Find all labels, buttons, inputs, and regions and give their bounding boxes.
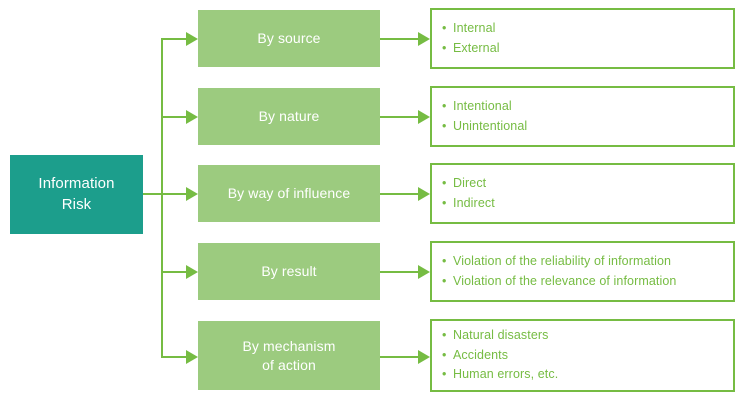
list-node-4[interactable]: • Violation of the reliability of informa… — [430, 241, 735, 302]
category-node-4[interactable]: By result — [198, 243, 380, 300]
bullet-icon: • — [442, 347, 447, 362]
list-item: • Accidents — [442, 346, 723, 365]
bullet-icon: • — [442, 99, 447, 114]
list-node-3[interactable]: • Direct • Indirect — [430, 163, 735, 224]
connector-node-3-to-list — [380, 193, 420, 195]
list-item: • Intentional — [442, 97, 723, 116]
list-item-text: Human errors, etc. — [453, 367, 559, 382]
list-item: • Human errors, etc. — [442, 365, 723, 384]
bullet-icon: • — [442, 21, 447, 36]
list-item-text: Natural disasters — [453, 328, 549, 343]
connector-branch-4 — [161, 271, 188, 273]
connector-trunk-spine — [161, 38, 163, 358]
category-node-5[interactable]: By mechanism of action — [198, 321, 380, 390]
list-node-5[interactable]: • Natural disasters • Accidents • Human err… — [430, 319, 735, 392]
arrow-list-4 — [418, 265, 430, 279]
bullet-icon: • — [442, 273, 447, 288]
connector-branch-3 — [161, 193, 188, 195]
list-item: • External — [442, 39, 723, 58]
arrow-list-1 — [418, 32, 430, 46]
connector-branch-1 — [161, 38, 188, 40]
arrow-branch-5 — [186, 350, 198, 364]
list-item: • Violation of the relevance of informati… — [442, 272, 723, 291]
category-node-5-label: By mechanism of action — [242, 337, 336, 373]
arrow-branch-3 — [186, 187, 198, 201]
list-item-text: Indirect — [453, 195, 495, 210]
list-item-text: Direct — [453, 176, 487, 191]
connector-branch-5 — [161, 356, 188, 358]
arrow-list-2 — [418, 110, 430, 124]
list-item: • Indirect — [442, 194, 723, 213]
bullet-icon: • — [442, 176, 447, 191]
bullet-icon: • — [442, 40, 447, 55]
category-node-2-label: By nature — [258, 108, 320, 125]
list-item-text: Internal — [453, 21, 496, 36]
connector-branch-2 — [161, 116, 188, 118]
list-item: • Natural disasters — [442, 326, 723, 345]
category-node-2[interactable]: By nature — [198, 88, 380, 145]
arrow-branch-2 — [186, 110, 198, 124]
root-node-label: Information Risk — [38, 175, 115, 213]
bullet-icon: • — [442, 367, 447, 382]
category-node-4-label: By result — [261, 263, 317, 280]
list-item-text: Violation of the relevance of informatio… — [453, 273, 677, 288]
list-item-text: Intentional — [453, 99, 512, 114]
category-node-1[interactable]: By source — [198, 10, 380, 67]
category-node-3-label: By way of influence — [227, 185, 351, 202]
root-node-information-risk[interactable]: Information Risk — [10, 155, 143, 234]
list-item: • Internal — [442, 19, 723, 38]
list-item-text: Violation of the reliability of informat… — [453, 254, 672, 269]
connector-node-1-to-list — [380, 38, 420, 40]
list-item: • Direct — [442, 174, 723, 193]
list-item: • Unintentional — [442, 117, 723, 136]
connector-node-4-to-list — [380, 271, 420, 273]
list-node-1[interactable]: • Internal • External — [430, 8, 735, 69]
arrow-branch-4 — [186, 265, 198, 279]
connector-root-stub — [143, 193, 163, 195]
arrow-list-3 — [418, 187, 430, 201]
arrow-list-5 — [418, 350, 430, 364]
list-node-2[interactable]: • Intentional • Unintentional — [430, 86, 735, 147]
category-node-1-label: By source — [257, 30, 321, 47]
bullet-icon: • — [442, 118, 447, 133]
list-item: • Violation of the reliability of informa… — [442, 252, 723, 271]
arrow-branch-1 — [186, 32, 198, 46]
connector-node-5-to-list — [380, 356, 420, 358]
connector-node-2-to-list — [380, 116, 420, 118]
list-item-text: Accidents — [453, 347, 509, 362]
category-node-3[interactable]: By way of influence — [198, 165, 380, 222]
bullet-icon: • — [442, 328, 447, 343]
list-item-text: Unintentional — [453, 118, 528, 133]
list-item-text: External — [453, 40, 500, 55]
bullet-icon: • — [442, 195, 447, 210]
bullet-icon: • — [442, 254, 447, 269]
